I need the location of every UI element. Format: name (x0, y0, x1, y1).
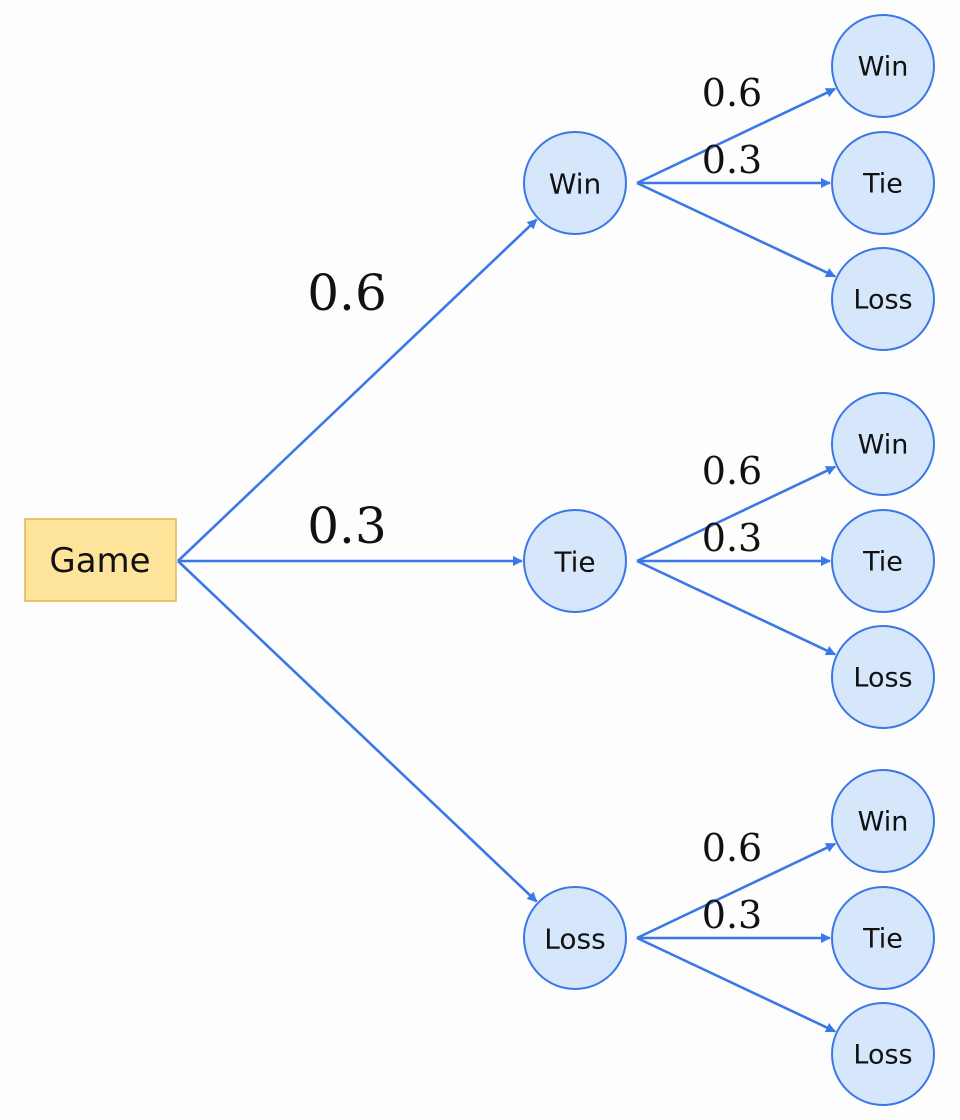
leaf-node-loss-win-label: Win (858, 807, 909, 838)
leaf-node-tie-loss-circle (831, 625, 935, 729)
leaf-node-loss-win-circle (831, 769, 935, 873)
prob-label-tie: 0.3 (307, 497, 387, 555)
edge-game-to-loss (177, 560, 538, 903)
leaf-node-tie-win-circle (831, 392, 935, 496)
edge-tie-to-win (636, 465, 837, 563)
leaf-node-tie-tie-circle (831, 509, 935, 613)
edge-tie-to-loss (636, 559, 836, 656)
prob-label-loss-win: 0.6 (702, 826, 762, 870)
probability-labels: 0.6 0.6 0.3 0.3 0.6 0.3 0.6 0.3 (307, 71, 762, 937)
node-loss-circle (523, 886, 627, 990)
prob-label-win-tie: 0.3 (702, 138, 762, 182)
leaf-node-win-tie-circle (831, 131, 935, 235)
leaf-node-win-tie-label: Tie (862, 169, 903, 200)
prob-label-tie-tie: 0.3 (702, 516, 762, 560)
edge-loss-to-win (636, 842, 837, 940)
leaf-node-loss-tie-circle (831, 886, 935, 990)
leaf-node-tie-tie-label: Tie (862, 547, 903, 578)
root-node-box (24, 518, 177, 602)
node-win-label: Win (549, 168, 602, 201)
leaf-node-win-win-label: Win (858, 52, 909, 83)
leaf-node-tie-loss-label: Loss (853, 663, 912, 694)
leaf-node-tie-win-label: Win (858, 430, 909, 461)
node-tie-label: Tie (553, 546, 595, 579)
prob-label-win-win: 0.6 (702, 71, 762, 115)
tree-edges (177, 87, 837, 1033)
leaf-node-win-win-circle (831, 14, 935, 118)
edge-win-to-win (636, 87, 837, 185)
leaf-node-loss-tie-label: Tie (862, 924, 903, 955)
leaf-node-loss-loss-label: Loss (853, 1040, 912, 1071)
node-tie-circle (523, 509, 627, 613)
edge-loss-to-loss (636, 936, 836, 1033)
root-node-label: Game (49, 541, 150, 581)
prob-label-loss-tie: 0.3 (702, 893, 762, 937)
leaf-node-win-loss-label: Loss (853, 285, 912, 316)
edge-game-to-win (177, 218, 538, 562)
node-win-circle (523, 131, 627, 235)
node-loss-label: Loss (544, 923, 605, 956)
leaf-node-loss-loss-circle (831, 1002, 935, 1106)
leaf-node-win-loss-circle (831, 247, 935, 351)
prob-label-tie-win: 0.6 (702, 449, 762, 493)
edge-win-to-loss (636, 181, 836, 278)
prob-label-win: 0.6 (307, 264, 387, 322)
